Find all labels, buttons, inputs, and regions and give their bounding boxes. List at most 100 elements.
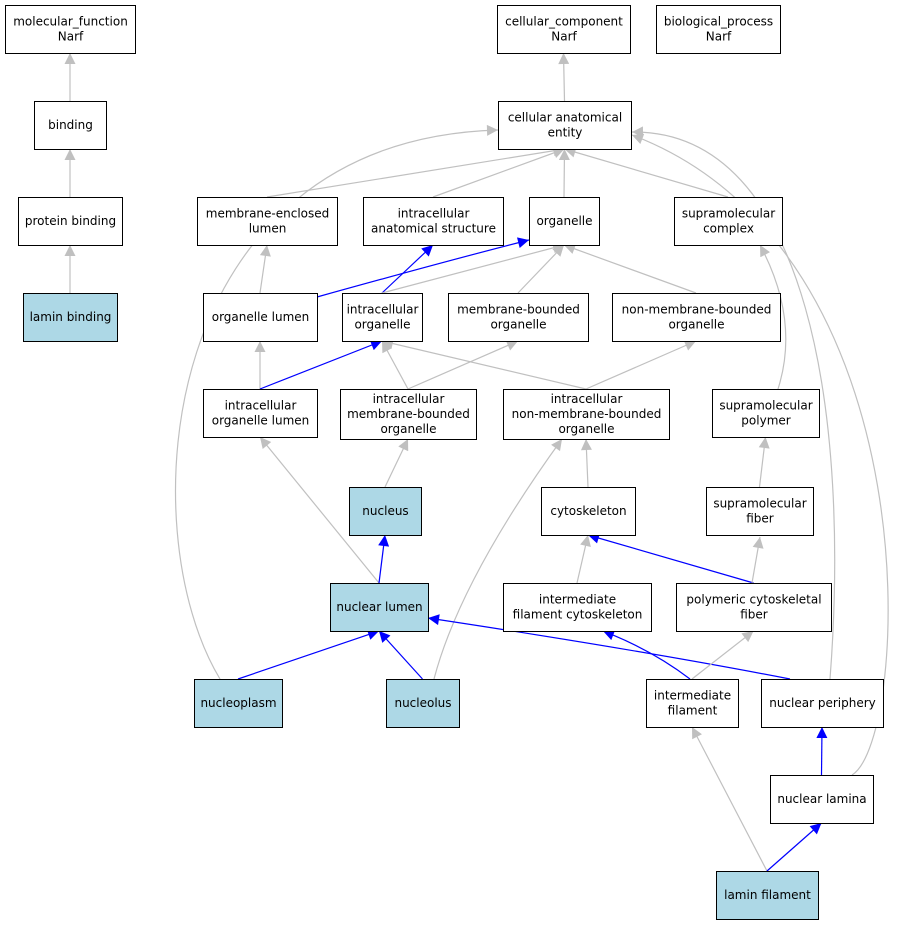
node-label: nucleolus	[394, 696, 451, 710]
node-label: intracellular	[398, 207, 470, 221]
node-label: membrane-enclosed	[206, 207, 330, 221]
node-label: membrane-bounded	[347, 407, 470, 421]
node-label: membrane-bounded	[457, 303, 580, 317]
node-lamin-binding[interactable]: lamin binding	[23, 293, 118, 342]
part-of-arrow	[237, 629, 380, 680]
node-box	[656, 5, 781, 54]
node-protein-binding[interactable]: protein binding	[18, 197, 123, 246]
edge-intracellular-anatomical-structure-to-cellular-anatomical-entity	[432, 147, 565, 198]
part-of-arrow	[602, 629, 691, 680]
node-cytoskeleton[interactable]: cytoskeleton	[541, 487, 636, 536]
node-label: nucleoplasm	[200, 696, 276, 710]
node-label: anatomical structure	[371, 222, 496, 236]
node-organelle[interactable]: organelle	[529, 197, 600, 246]
node-box	[761, 679, 884, 728]
is-a-arrow	[381, 340, 409, 390]
node-label: lumen	[249, 222, 287, 236]
is-a-arrow	[631, 126, 836, 680]
edge-intermediate-filament-to-intermediate-filament-cytoskeleton	[602, 629, 691, 680]
node-nucleus[interactable]: nucleus	[349, 487, 422, 536]
is-a-arrow	[691, 726, 768, 872]
node-nuclear-periphery[interactable]: nuclear periphery	[761, 679, 884, 728]
edge-nuclear-periphery-to-cellular-anatomical-entity	[631, 126, 836, 680]
is-a-arrow	[259, 244, 271, 294]
is-a-arrow	[384, 438, 409, 488]
node-label: supramolecular	[682, 207, 775, 221]
node-box	[712, 389, 820, 438]
is-a-arrow	[432, 147, 565, 198]
node-label: organelle	[668, 318, 724, 332]
node-label: organelle	[536, 214, 592, 228]
node-lamin-filament[interactable]: lamin filament	[716, 871, 819, 920]
is-a-arrow	[259, 436, 380, 584]
node-label: Narf	[58, 30, 84, 44]
node-box	[676, 583, 832, 632]
node-label: intracellular	[551, 392, 623, 406]
node-box	[342, 293, 423, 342]
edge-intracellular-non-membrane-bounded-organelle-to-intracellular-organelle	[381, 338, 587, 390]
node-nucleolus[interactable]: nucleolus	[386, 679, 460, 728]
node-organelle-lumen[interactable]: organelle lumen	[203, 293, 318, 342]
edge-nuclear-lumen-to-nucleus	[378, 534, 390, 584]
node-intracellular-non-membrane-bounded-organelle[interactable]: intracellularnon-membrane-boundedorganel…	[503, 389, 670, 440]
edge-intracellular-membrane-bounded-organelle-to-intracellular-organelle	[381, 340, 409, 390]
node-label: cytoskeleton	[550, 504, 626, 518]
node-box	[716, 871, 819, 920]
node-label: biological_process	[664, 15, 773, 29]
node-label: nuclear periphery	[769, 696, 876, 710]
node-nucleoplasm[interactable]: nucleoplasm	[194, 679, 283, 728]
node-box	[498, 101, 632, 150]
edge-intracellular-non-membrane-bounded-organelle-to-non-membrane-bounded-organelle	[585, 340, 697, 390]
node-label: complex	[703, 222, 754, 236]
node-box	[5, 5, 136, 54]
is-a-arrow	[691, 630, 754, 680]
node-box	[503, 389, 670, 440]
is-a-arrow	[407, 340, 519, 390]
edges-layer	[64, 52, 889, 872]
edge-intermediate-filament-to-polymeric-cytoskeletal-fiber	[691, 630, 754, 680]
node-label: intracellular	[373, 392, 445, 406]
node-box	[34, 101, 107, 150]
node-label: Narf	[551, 30, 577, 44]
part-of-arrow	[381, 244, 434, 294]
edge-organelle-to-cellular-anatomical-entity	[558, 148, 570, 198]
node-box	[674, 197, 783, 246]
node-box	[706, 487, 814, 536]
node-binding[interactable]: binding	[34, 101, 107, 150]
edge-cytoskeleton-to-intracellular-non-membrane-bounded-organelle	[580, 438, 592, 488]
node-nuclear-lumen[interactable]: nuclear lumen	[330, 583, 429, 632]
node-box	[203, 389, 318, 438]
node-label: intermediate	[539, 593, 616, 607]
node-nuclear-lamina[interactable]: nuclear lamina	[770, 775, 874, 824]
node-label: cellular anatomical	[508, 111, 622, 125]
node-label: organelle lumen	[212, 310, 310, 324]
node-label: lamin binding	[30, 310, 112, 324]
part-of-arrow	[587, 532, 754, 584]
node-box	[18, 197, 123, 246]
node-label: binding	[48, 118, 93, 132]
is-a-arrow	[381, 242, 565, 294]
node-label: cellular_component	[505, 15, 623, 29]
edge-polymeric-cytoskeletal-fiber-to-supramolecular-fiber	[751, 536, 764, 584]
node-box	[194, 679, 283, 728]
node-label: intermediate	[654, 689, 731, 703]
node-label: fiber	[740, 608, 768, 622]
part-of-arrow	[816, 726, 828, 776]
